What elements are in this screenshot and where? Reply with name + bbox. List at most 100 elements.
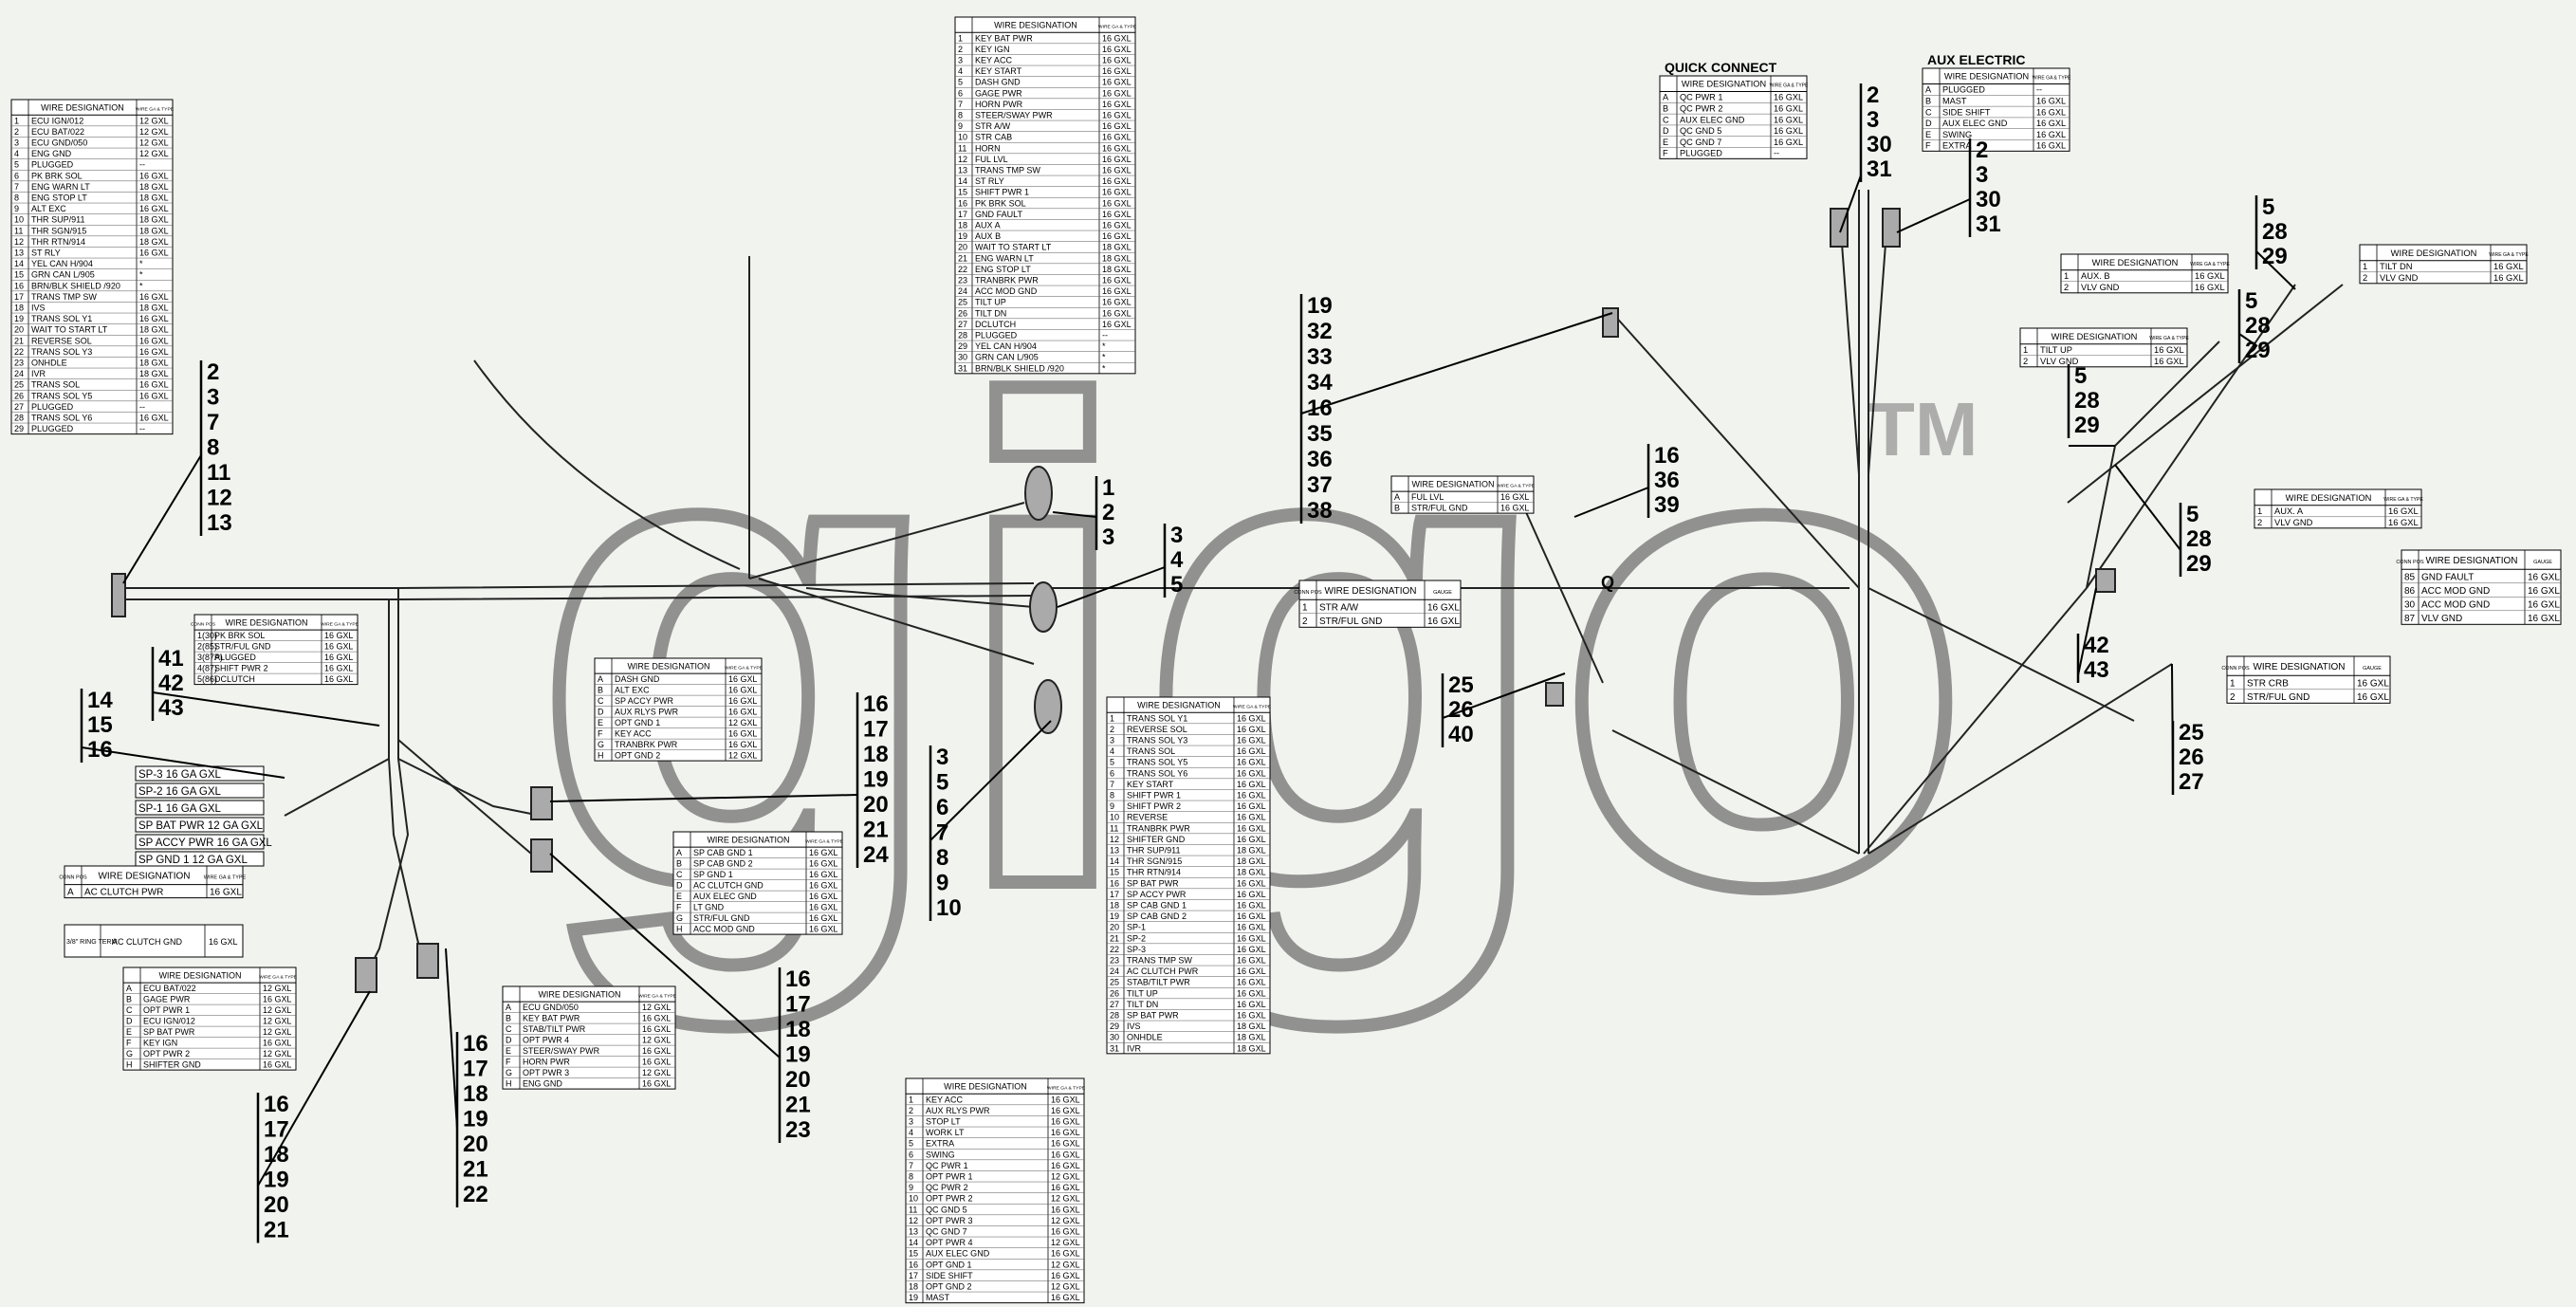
table-cell-pos: G	[676, 913, 683, 923]
table-cell-gauge: 12 GXL	[728, 718, 757, 727]
table-cell-gauge: 16 GXL	[2036, 141, 2066, 151]
table-cell-wire: GRN CAN L/905	[31, 270, 95, 280]
table-cell-pos: E	[676, 892, 682, 901]
table-cell-gauge: 16 GXL	[2388, 506, 2419, 516]
table-gauge-header: WIRE GA & TYPE	[1770, 83, 1809, 89]
table-cell-pos: 3	[909, 1116, 913, 1126]
table-cell-pos: 2	[14, 127, 19, 137]
table-cell-gauge: 16 GXL	[1237, 735, 1266, 745]
table-cell-gauge: 16 GXL	[1237, 1000, 1266, 1009]
callout-number: 8	[936, 845, 948, 871]
table-cell-wire: PLUGGED	[1942, 85, 1985, 95]
callout-number: 28	[2245, 313, 2271, 339]
table-cell-pos: 8	[958, 110, 963, 120]
table-cell-pos: B	[506, 1014, 511, 1023]
table-cell-gauge: 16 GXL	[1237, 890, 1266, 899]
table-cell-wire: GAGE PWR	[975, 88, 1022, 98]
table-cell-gauge: 12 GXL	[1051, 1260, 1080, 1269]
table-cell-pos: A	[598, 674, 603, 684]
table-cell-gauge: --	[139, 160, 145, 170]
table-cell-gauge: 16 GXL	[1500, 492, 1529, 502]
table-cell-wire: KEY IGN	[975, 45, 1009, 54]
table-cell-gauge: 16 GXL	[1102, 286, 1132, 296]
table-cell-gauge: 16 GXL	[1237, 835, 1266, 844]
table-cell-wire: ALT EXC	[615, 686, 650, 695]
table-cell-gauge: 16 GXL	[1774, 126, 1803, 136]
table-cell-wire: ALT EXC	[31, 204, 66, 213]
table-cell-wire: ACC MOD GND	[2421, 600, 2490, 611]
table-cell-gauge: 18 GXL	[1102, 243, 1132, 252]
table-cell-wire: AUX ELEC GND	[1680, 115, 1745, 124]
table-cell-wire: STEER/SWAY PWR	[975, 110, 1053, 120]
table-header: WIRE DESIGNATION	[627, 661, 709, 671]
table-cell-gauge: 16 GXL	[1102, 275, 1132, 285]
table-cell-wire: SHIFT PWR 1	[975, 188, 1029, 197]
table-cell-gauge: 16 GXL	[1102, 188, 1132, 197]
table-cell-pos: 4	[14, 149, 19, 158]
table-cell-wire: KEY ACC	[926, 1095, 963, 1104]
callout-number: 20	[863, 792, 889, 818]
callout-number: 29	[2074, 413, 2100, 438]
table-cell-wire: SP BAT PWR	[143, 1027, 195, 1037]
callout-number: 17	[463, 1057, 488, 1082]
table-cell-gauge: 16 GXL	[139, 204, 169, 213]
callout-number: 12	[207, 486, 232, 511]
table-cell-pos: 28	[14, 413, 24, 422]
callout-number: 17	[785, 992, 811, 1018]
callout-number: 3	[1102, 525, 1114, 550]
table-cell-wire: QC PWR 1	[926, 1161, 968, 1170]
callout-number: 25	[2179, 720, 2204, 746]
callout-number: 3	[1867, 107, 1879, 133]
table-cell-pos: 21	[1110, 933, 1119, 943]
callout-number: 23	[785, 1117, 811, 1143]
table-cell-wire: ECU IGN/012	[143, 1017, 195, 1026]
table-cell-wire: SP CAB GND 2	[693, 859, 753, 869]
table-cell-pos: 15	[14, 270, 24, 280]
callout-number: 26	[1448, 697, 1474, 723]
table-cell-wire: KEY ACC	[975, 55, 1012, 64]
table-cell-gauge: 16 GXL	[2036, 97, 2066, 106]
callout-number: 43	[2084, 657, 2109, 683]
table-cell-gauge: *	[139, 270, 143, 280]
table-cell-wire: WAIT TO START LT	[31, 325, 108, 335]
table-cell-pos: 25	[958, 298, 967, 307]
table-cell-gauge: 16 GXL	[728, 708, 757, 717]
table-cell-pos: D	[126, 1017, 133, 1026]
table-cell-pos: G	[126, 1049, 133, 1058]
table-cell-pos: C	[506, 1024, 512, 1034]
table-cell-gauge: 12 GXL	[1051, 1238, 1080, 1247]
table-cell-gauge: 16 GXL	[1237, 933, 1266, 943]
callout-c3: 345	[1163, 523, 1184, 598]
table-cell-wire: HORN PWR	[975, 100, 1023, 109]
table-gauge-header: WIRE GA & TYPE	[725, 665, 764, 671]
callout-number: 41	[158, 646, 184, 672]
table-cell-gauge: 16 GXL	[2195, 271, 2225, 281]
table-cell-pos: 21	[958, 253, 967, 263]
table-cell-pos: 29	[14, 424, 24, 433]
table-cell-wire: AC CLUTCH PWR	[1127, 966, 1199, 976]
table-cell-pos: 29	[958, 341, 967, 351]
table-cell-wire: GND FAULT	[975, 210, 1022, 219]
table-cell-wire: BRN/BLK SHIELD /920	[31, 281, 120, 290]
callout-number: 10	[936, 895, 962, 921]
table-cell-pos: A	[126, 984, 132, 993]
table-cell-gauge: 16 GXL	[324, 631, 353, 640]
table-cell-pos: 18	[958, 220, 967, 230]
table-cell-gauge: --	[1102, 330, 1108, 340]
table-cell-gauge: 16 GXL	[1051, 1226, 1080, 1236]
table-cell-gauge: 16 GXL	[1102, 55, 1132, 64]
callout-number: 42	[158, 671, 184, 696]
table-cell-wire: PK BRK SOL	[975, 198, 1026, 208]
callout-number: 29	[2186, 551, 2212, 577]
table-cell-wire: SHIFTER GND	[143, 1060, 201, 1070]
table-cell-pos: 24	[14, 369, 24, 378]
callout-number: 22	[463, 1182, 488, 1207]
table-cell-pos: 2	[2064, 283, 2069, 292]
table-cell-pos: 2	[1302, 617, 1308, 627]
